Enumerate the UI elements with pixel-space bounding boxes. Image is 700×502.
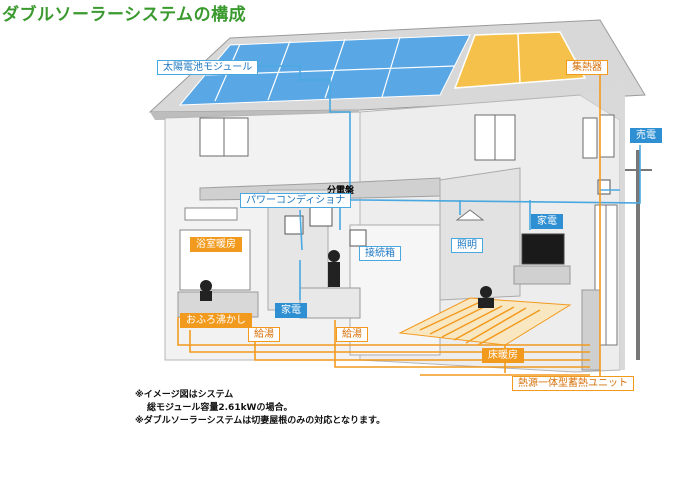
note-line: 総モジュール容量2.61kWの場合。 [147,403,293,413]
label-pv-module: 太陽電池モジュール [157,60,259,75]
label-hot-water-2: 給湯 [336,327,368,342]
note-line: ※イメージ図はシステム [135,390,234,400]
label-distribution: 分電盤 [327,186,355,196]
solar-collector [453,31,587,89]
electric-wiring [248,65,641,300]
label-appliance-center: 家電 [275,303,307,318]
label-junction-box: 接続箱 [359,246,401,261]
label-power-conditioner: パワーコンディショナ [240,193,352,208]
label-collector: 集熱器 [566,60,608,75]
label-sell: 売電 [630,128,662,143]
note-line: ※ダブルソーラーシステムは切妻屋根のみの対応となります。 [135,416,386,426]
notes: ※イメージ図はシステム 総モジュール容量2.61kWの場合。 ※ダブルソーラーシ… [135,389,385,428]
label-lighting: 照明 [451,238,483,253]
label-hot-water-1: 給湯 [248,327,280,342]
label-appliance-right: 家電 [531,214,563,229]
label-floor-heating: 床暖房 [482,348,524,363]
label-bath-reheat: おふろ沸かし [180,313,252,328]
label-heat-unit: 熱源一体型蓄熱ユニット [512,376,634,391]
label-bath-heater: 浴室暖房 [190,237,242,252]
page-title: ダブルソーラーシステムの構成 [2,5,247,25]
